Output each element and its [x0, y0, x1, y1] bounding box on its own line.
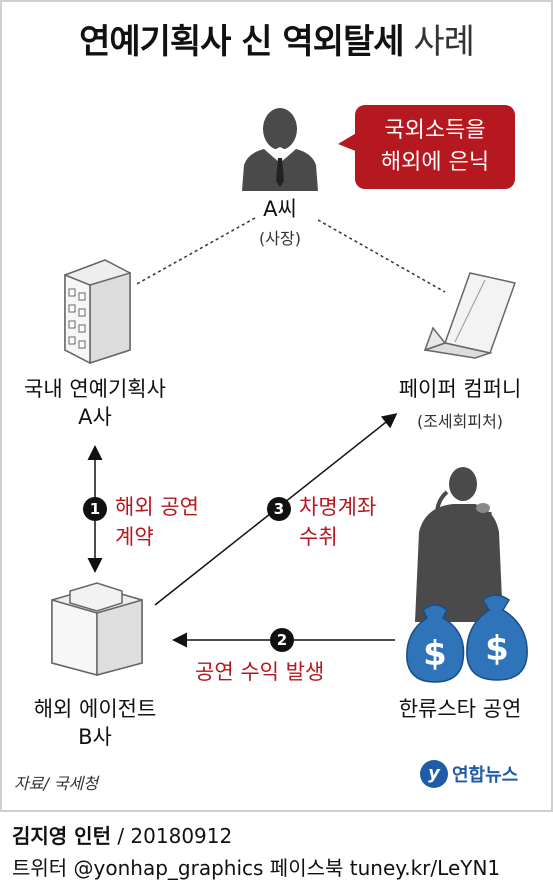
- credit-line: 김지영 인턴 / 20180912: [12, 820, 232, 849]
- step3-line2: 수취: [299, 525, 338, 549]
- svg-text:$: $: [423, 634, 447, 674]
- step3-line1: 차명계좌: [299, 495, 377, 519]
- bubble-line1: 국외소득을: [384, 118, 486, 143]
- dotted-link-ceo-domestic: [134, 217, 256, 286]
- overseas-agency-icon: [51, 582, 143, 676]
- ceo-name: A씨: [263, 197, 297, 221]
- domestic-agency-label: 국내 연예기획사 A사: [0, 375, 190, 431]
- overseas-line1: 해외 에이전트: [33, 697, 157, 721]
- source-note: 자료/ 국세청: [14, 774, 99, 793]
- yonhap-logo: y 연합뉴스: [420, 760, 518, 788]
- yonhap-logo-mark: y: [420, 760, 448, 788]
- step2-badge: 2: [270, 628, 294, 652]
- paper-company-icon: [423, 272, 516, 359]
- domestic-line1: 국내 연예기획사: [24, 377, 166, 401]
- paper-company-sub: (조세회피처): [416, 412, 504, 431]
- bubble-tail: [338, 132, 358, 152]
- singer-icon: [415, 467, 503, 622]
- step3-badge: 3: [267, 497, 291, 521]
- title-thin: 사례: [413, 22, 475, 62]
- overseas-agent-label: 해외 에이전트 B사: [0, 695, 190, 751]
- step1-badge: 1: [83, 497, 107, 521]
- domestic-line2: A사: [78, 405, 112, 429]
- step1-line1: 해외 공연: [115, 495, 199, 519]
- overseas-line2: B사: [78, 725, 112, 749]
- credit-author: 김지영 인턴: [12, 824, 111, 848]
- paper-company-name: 페이퍼 컴퍼니: [398, 377, 522, 401]
- speech-bubble: 국외소득을 해외에 은닉: [355, 105, 515, 189]
- step1-line2: 계약: [115, 525, 154, 549]
- credit-date: / 20180912: [110, 824, 233, 848]
- star-performance-label: 한류스타 공연: [398, 697, 522, 721]
- title-bold: 연예기획사 신 역외탈세: [79, 22, 404, 62]
- step2-label: 공연 수익 발생: [195, 660, 325, 684]
- office-building-icon: [64, 259, 131, 365]
- ceo-sub: (사장): [259, 229, 301, 248]
- step1-label: 해외 공연 계약: [115, 492, 199, 552]
- businessman-icon: [242, 108, 318, 191]
- step3-label: 차명계좌 수취: [299, 492, 376, 552]
- dotted-link-ceo-paper: [317, 219, 446, 293]
- yonhap-logo-text: 연합뉴스: [452, 765, 519, 786]
- bubble-line2: 해외에 은닉: [380, 150, 490, 175]
- svg-text:$: $: [485, 629, 509, 669]
- money-bags-icon: $ $: [406, 594, 528, 683]
- page-title: 연예기획사 신 역외탈세 사례: [0, 14, 553, 63]
- footer-social: 트위터 @yonhap_graphics 페이스북 tuney.kr/LeYN1: [12, 856, 501, 880]
